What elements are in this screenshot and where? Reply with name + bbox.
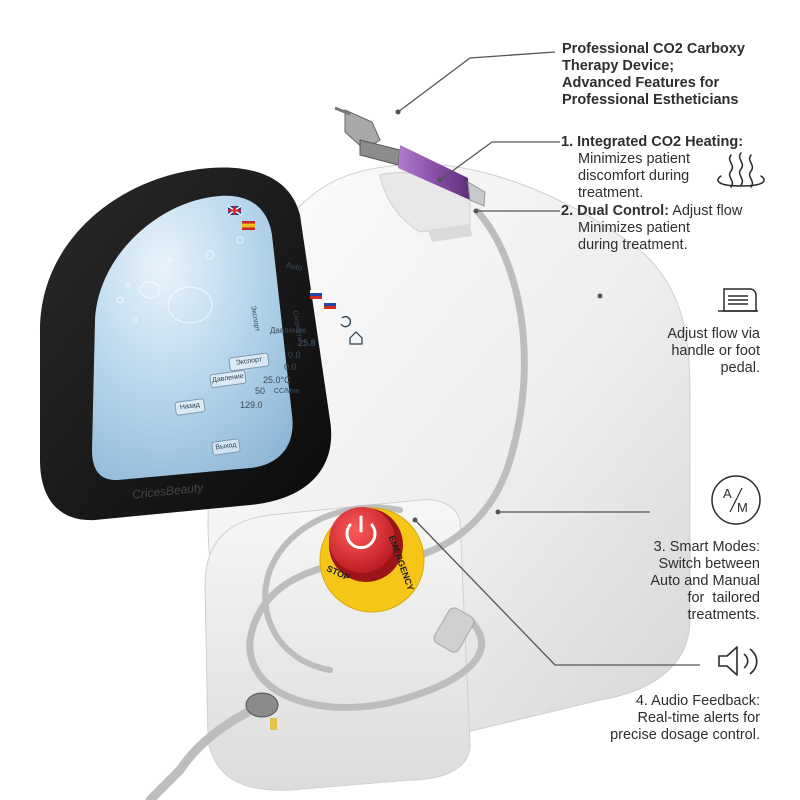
speaker-icon xyxy=(718,646,758,676)
screen-row-2-value: 25.8 xyxy=(298,338,316,348)
screen-btn-pressure[interactable]: Давление xyxy=(209,369,247,389)
feature-3-line-3: Auto and Manual xyxy=(650,573,760,589)
screen-row-3-label: Давление xyxy=(270,326,307,335)
screen-time: 129.0 xyxy=(240,400,263,410)
feature-4-line-1: 4. Audio Feedback: xyxy=(635,693,760,709)
power-symbol-icon xyxy=(345,515,377,550)
feature-2-inline: Adjust flow xyxy=(672,203,743,219)
feature-3-line-5: treatments. xyxy=(687,607,760,623)
feature-2-label: 2. Dual Control: xyxy=(561,203,669,219)
title-line-3: Advanced Features for xyxy=(562,75,720,91)
emergency-stop-button[interactable] xyxy=(319,507,425,613)
screen-row-4-value: 0.0 xyxy=(284,362,297,372)
feature-2-line-2: during treatment. xyxy=(578,237,688,253)
purple-handle xyxy=(398,145,470,200)
screen-flow-unit: CC/Мин xyxy=(274,388,300,395)
feature-3-callout: 3. Smart Modes: Switch between Auto and … xyxy=(580,539,760,624)
screen-btn-back[interactable]: Назад xyxy=(174,397,206,417)
heat-waves-icon xyxy=(717,152,765,188)
tube-connector xyxy=(433,607,475,653)
screen-temp: 25.0°C xyxy=(263,375,291,385)
callout-dots xyxy=(395,109,603,523)
title-line-1: Professional CO2 Carboxy xyxy=(562,41,745,57)
feature-3-line-2: Switch between xyxy=(658,556,760,572)
home-icon[interactable] xyxy=(349,331,363,345)
feature-1-line-3: treatment. xyxy=(578,185,644,201)
title-line-2: Therapy Device; xyxy=(562,58,675,74)
holder-slot xyxy=(428,224,472,242)
auto-manual-icon xyxy=(711,475,761,525)
handle-callout: Adjust flow via handle or foot pedal. xyxy=(580,326,760,377)
screen-flow: 50 xyxy=(255,386,266,396)
screen-btn-export[interactable]: Экспорт xyxy=(228,352,270,372)
mode-icon-m: M xyxy=(737,500,748,515)
screen-row-3-value: 0.0 xyxy=(288,350,301,360)
screen-btn-exit[interactable]: Выход xyxy=(211,438,241,456)
handle-line-1: Adjust flow via xyxy=(667,326,760,342)
feature-1-callout: 1. Integrated CO2 Heating: Minimizes pat… xyxy=(561,134,796,202)
feature-2-line-1: Minimizes patient xyxy=(578,220,691,236)
handle-line-3: pedal. xyxy=(720,360,760,376)
feature-4-line-3: precise dosage control. xyxy=(610,727,760,743)
feature-1-line-2: discomfort during xyxy=(578,168,690,184)
title-callout: Professional CO2 Carboxy Therapy Device;… xyxy=(562,41,792,109)
feature-1-label: 1. Integrated CO2 Heating: xyxy=(561,134,744,150)
language-flags[interactable] xyxy=(227,205,336,309)
screen-mode-label: Auto xyxy=(285,260,304,273)
handpiece[interactable] xyxy=(334,106,486,207)
screen-row-1-label: Экспорт xyxy=(249,305,261,333)
callout-lines xyxy=(397,51,700,666)
feature-4-callout: 4. Audio Feedback: Real-time alerts for … xyxy=(560,693,760,744)
feature-3-line-4: for tailored xyxy=(687,590,760,606)
port-label xyxy=(270,718,277,730)
screen-bubbles xyxy=(116,236,244,324)
output-port xyxy=(245,692,279,718)
handpiece-icon xyxy=(718,288,758,312)
feature-3-line-1: 3. Smart Modes: xyxy=(653,539,760,555)
handle-line-2: handle or foot xyxy=(671,343,760,359)
feature-2-callout: 2. Dual Control: Adjust flow Minimizes p… xyxy=(561,203,796,254)
touch-screen[interactable] xyxy=(92,195,293,481)
feature-4-line-2: Real-time alerts for xyxy=(637,710,760,726)
back-icon[interactable] xyxy=(340,316,351,328)
title-line-4: Professional Estheticians xyxy=(562,92,739,108)
feature-1-line-1: Minimizes patient xyxy=(578,151,691,167)
mode-icon-a: A xyxy=(723,486,732,501)
